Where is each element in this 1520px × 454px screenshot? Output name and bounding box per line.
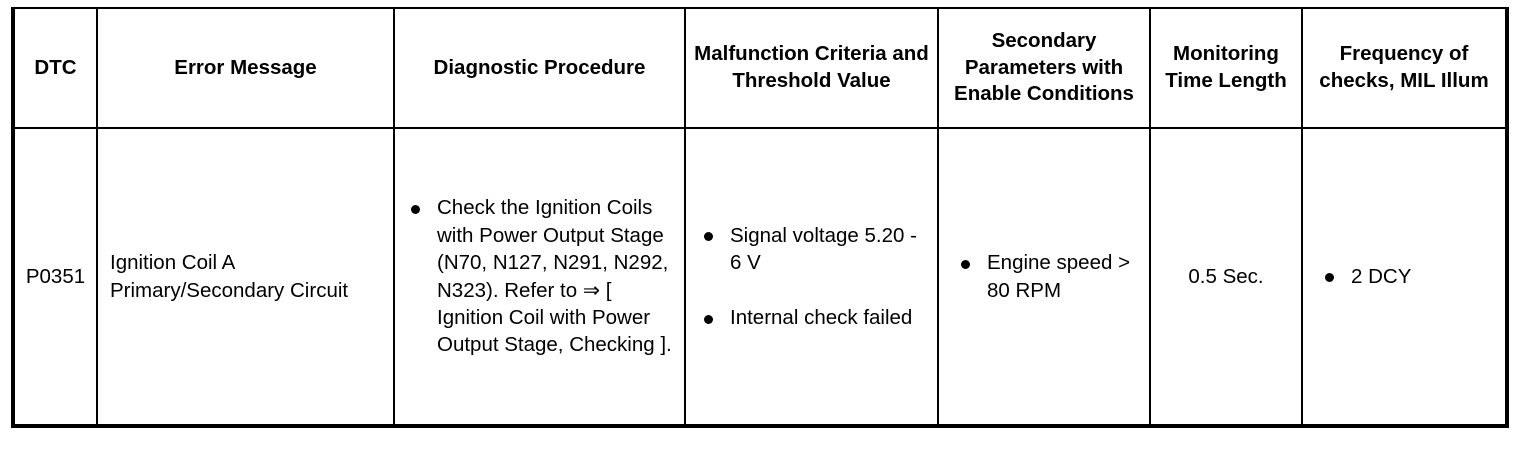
list-item-text: Engine speed > 80 RPM xyxy=(987,251,1131,302)
list-item-text: Check the Ignition Coils with Power Outp… xyxy=(437,196,672,357)
column-header-diagnostic-procedure: Diagnostic Procedure xyxy=(393,7,686,129)
column-header-monitoring-time-length: Monitoring Time Length xyxy=(1149,7,1303,129)
cell-malfunction-criteria: Signal voltage 5.20 - 6 V Internal check… xyxy=(684,127,939,428)
cell-diagnostic-procedure: Check the Ignition Coils with Power Outp… xyxy=(393,127,686,428)
cell-secondary-parameters: Engine speed > 80 RPM xyxy=(937,127,1151,428)
bullet-icon xyxy=(411,204,420,214)
list-item: Signal voltage 5.20 - 6 V xyxy=(694,222,929,277)
header-row: DTC Error Message Diagnostic Procedure M… xyxy=(11,7,1509,129)
table-header: DTC Error Message Diagnostic Procedure M… xyxy=(11,7,1509,129)
secondary-parameters-list: Engine speed > 80 RPM xyxy=(947,249,1141,304)
table-row: P0351 Ignition Coil A Primary/Secondary … xyxy=(11,127,1509,428)
table-body: P0351 Ignition Coil A Primary/Secondary … xyxy=(11,127,1509,428)
column-header-frequency-of-checks: Frequency of checks, MIL Illum xyxy=(1301,7,1509,129)
list-item-text: 2 DCY xyxy=(1351,264,1412,288)
list-item-text: Signal voltage 5.20 - 6 V xyxy=(730,223,917,275)
list-item-text: Internal check failed xyxy=(730,305,913,329)
cell-frequency-of-checks: 2 DCY xyxy=(1301,127,1509,428)
cell-dtc-code: P0351 xyxy=(11,127,98,428)
frequency-of-checks-list: 2 DCY xyxy=(1311,263,1497,290)
bullet-icon xyxy=(1325,273,1334,283)
dtc-diagnostic-table: DTC Error Message Diagnostic Procedure M… xyxy=(11,7,1509,428)
column-header-secondary-parameters: Secondary Parameters with Enable Conditi… xyxy=(937,7,1151,129)
column-header-malfunction-criteria: Malfunction Criteria and Threshold Value xyxy=(684,7,939,129)
bullet-icon xyxy=(961,259,970,269)
bullet-icon xyxy=(704,314,713,324)
list-item: Check the Ignition Coils with Power Outp… xyxy=(403,194,676,359)
diagnostic-procedure-list: Check the Ignition Coils with Power Outp… xyxy=(403,194,676,359)
column-header-error-message: Error Message xyxy=(96,7,395,129)
malfunction-criteria-list: Signal voltage 5.20 - 6 V Internal check… xyxy=(694,222,929,332)
cell-error-message: Ignition Coil A Primary/Secondary Circui… xyxy=(96,127,395,428)
column-header-dtc: DTC xyxy=(11,7,98,129)
list-item: 2 DCY xyxy=(1311,263,1497,290)
cell-monitoring-time-length: 0.5 Sec. xyxy=(1149,127,1303,428)
list-item: Engine speed > 80 RPM xyxy=(947,249,1141,304)
bullet-icon xyxy=(704,232,713,242)
list-item: Internal check failed xyxy=(694,304,929,331)
